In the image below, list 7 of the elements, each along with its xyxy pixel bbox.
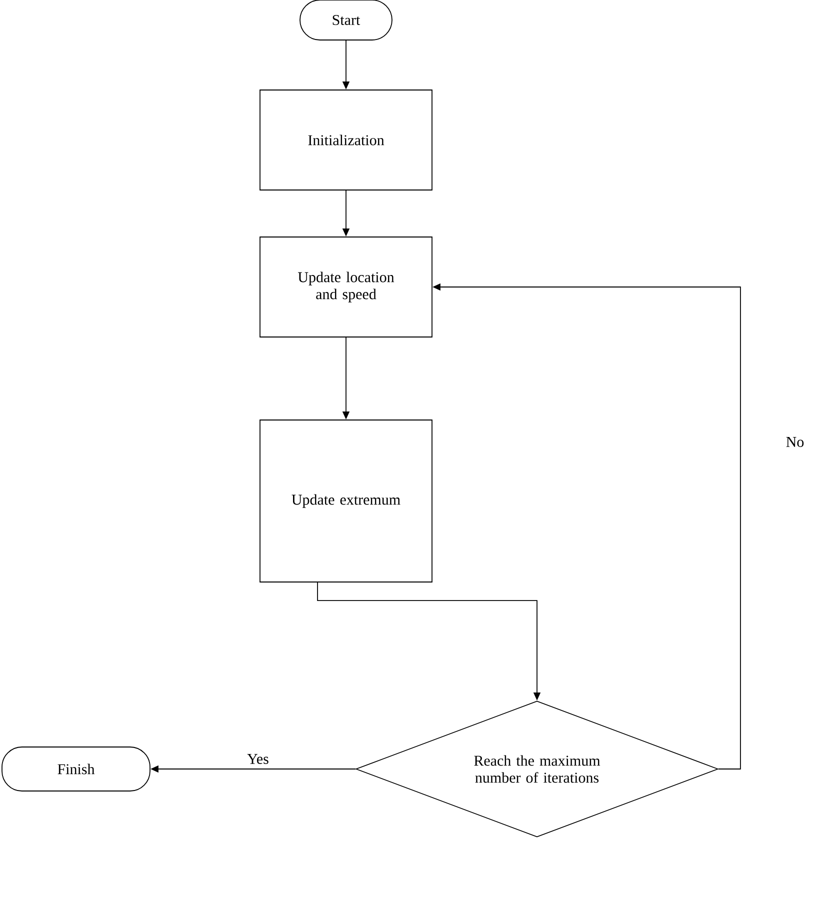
process-box: Update location and speed <box>260 236 432 338</box>
process-box: Update extremum <box>260 420 432 582</box>
process-box: Initialization <box>260 90 432 190</box>
terminal-box: Finish <box>2 746 150 792</box>
edge-label: Yes <box>246 753 270 765</box>
edge-label: No <box>784 436 806 448</box>
terminal-box: Start <box>300 0 392 40</box>
